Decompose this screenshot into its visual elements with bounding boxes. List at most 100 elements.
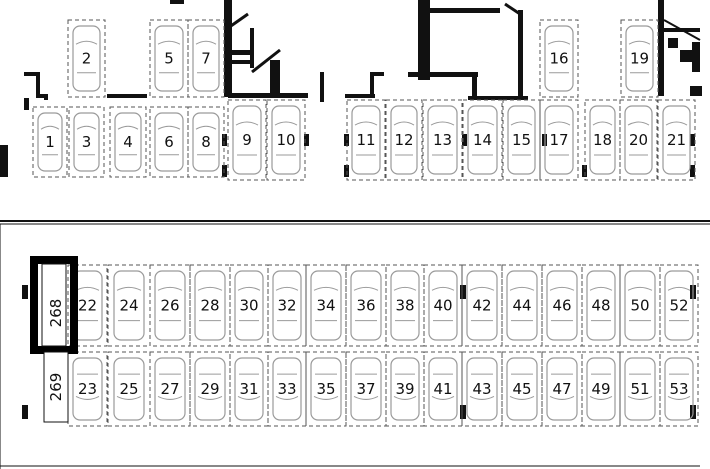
parking-bay[interactable]: 25	[107, 351, 151, 427]
parking-bay[interactable]: 44	[501, 264, 543, 347]
parking-bay[interactable]: 4	[109, 106, 147, 178]
bay-outline	[67, 264, 108, 347]
car-windshield	[75, 286, 100, 291]
bay-number: 36	[356, 297, 375, 315]
bay-number: 27	[160, 380, 179, 398]
parking-bay[interactable]: 27	[149, 351, 191, 427]
parking-bay[interactable]: 38	[385, 264, 425, 347]
parking-bay[interactable]: 5	[149, 19, 189, 98]
parking-bay[interactable]: 9	[227, 99, 267, 181]
car-windshield	[549, 395, 575, 400]
car-windshield	[195, 125, 217, 130]
parking-bay[interactable]: 2	[67, 19, 106, 98]
core-wall	[668, 38, 678, 48]
parking-bay[interactable]: 21	[657, 99, 696, 181]
core-wall	[408, 72, 478, 77]
bay-outline	[68, 106, 105, 178]
parking-bay[interactable]: 39	[385, 351, 425, 427]
bay-number: 34	[316, 297, 335, 315]
bay-number: 5	[164, 50, 174, 68]
car-outline	[624, 357, 656, 421]
parking-bay[interactable]: 6	[149, 106, 189, 178]
parking-bay[interactable]: 28	[189, 264, 231, 347]
structural-pillar	[582, 165, 587, 177]
stair-wall	[36, 94, 46, 98]
bay-number: 53	[669, 380, 688, 398]
parking-bay[interactable]: 23	[67, 351, 108, 427]
parking-bay[interactable]: 43	[461, 351, 503, 427]
car-windshield	[75, 395, 100, 400]
bay-number: 20	[629, 131, 648, 149]
car-outline	[546, 357, 578, 421]
core-wall	[224, 0, 232, 97]
parking-bay[interactable]: 14	[462, 99, 503, 181]
parking-bay[interactable]: 10	[266, 99, 306, 181]
parking-bay[interactable]: 31	[229, 351, 269, 427]
parking-bay[interactable]: 15	[502, 99, 541, 181]
car-windshield	[627, 395, 653, 400]
car-windshield	[470, 121, 495, 126]
bay-number: 17	[549, 131, 568, 149]
door-swing	[227, 12, 249, 30]
side-space-outline	[43, 351, 69, 423]
parking-bay[interactable]: 53	[659, 351, 699, 427]
parking-bay[interactable]: 30	[229, 264, 269, 347]
car-outline	[544, 25, 574, 92]
parking-bay[interactable]: 13	[422, 99, 463, 181]
bay-number: 40	[433, 297, 452, 315]
parking-bay[interactable]: 33	[267, 351, 307, 427]
bay-number: 33	[277, 380, 296, 398]
parking-bay[interactable]: 46	[541, 264, 583, 347]
parking-bay[interactable]: 7	[187, 19, 225, 98]
parking-bay[interactable]: 3	[68, 106, 105, 178]
car-outline	[113, 270, 145, 341]
bay-number: 19	[630, 50, 649, 68]
parking-bay[interactable]: 19	[620, 19, 659, 98]
bay-number: 28	[200, 297, 219, 315]
parking-bay[interactable]: 8	[187, 106, 225, 178]
bay-outline	[581, 264, 621, 347]
parking-bay[interactable]: 29	[189, 351, 231, 427]
parking-bay[interactable]: 41	[423, 351, 463, 427]
parking-bay[interactable]: 48	[581, 264, 621, 347]
parking-bay[interactable]: 47	[541, 351, 583, 427]
parking-bay[interactable]: 50	[619, 264, 661, 347]
bay-outline	[346, 99, 386, 181]
bay-outline	[227, 99, 267, 181]
parking-bay[interactable]: 18	[584, 99, 621, 181]
parking-bay[interactable]: 37	[345, 351, 387, 427]
parking-bay[interactable]: 32	[267, 264, 307, 347]
parking-bay[interactable]: 49	[581, 351, 621, 427]
parking-bay[interactable]: 40	[423, 264, 463, 347]
car-outline	[390, 270, 420, 341]
side-space[interactable]: 268	[30, 256, 78, 354]
car-windshield	[197, 395, 223, 400]
parking-bay[interactable]: 45	[501, 351, 543, 427]
parking-bay[interactable]: 35	[305, 351, 347, 427]
bay-number: 13	[433, 131, 452, 149]
car-windshield	[197, 286, 223, 291]
car-outline	[272, 270, 302, 341]
side-space[interactable]: 269	[43, 351, 69, 423]
parking-bay[interactable]: 42	[461, 264, 503, 347]
car-outline	[589, 105, 616, 175]
parking-bay[interactable]: 12	[385, 99, 423, 181]
car-windshield	[157, 40, 181, 45]
parking-bay[interactable]: 20	[619, 99, 658, 181]
parking-bay[interactable]: 34	[305, 264, 347, 347]
bay-number: 24	[119, 297, 138, 315]
parking-bay[interactable]: 1	[32, 106, 68, 178]
parking-bay[interactable]: 11	[346, 99, 386, 181]
parking-bay[interactable]: 16	[539, 19, 579, 98]
parking-bay[interactable]: 51	[619, 351, 661, 427]
parking-bay[interactable]: 52	[659, 264, 699, 347]
structural-pillar	[304, 134, 309, 146]
car-windshield	[157, 125, 181, 130]
core-wall	[658, 0, 664, 96]
car-outline	[466, 357, 498, 421]
parking-bay[interactable]: 24	[107, 264, 151, 347]
parking-bay[interactable]: 36	[345, 264, 387, 347]
parking-bay[interactable]: 17	[539, 99, 579, 181]
parking-bay[interactable]: 26	[149, 264, 191, 347]
structural-pillar	[460, 405, 466, 419]
